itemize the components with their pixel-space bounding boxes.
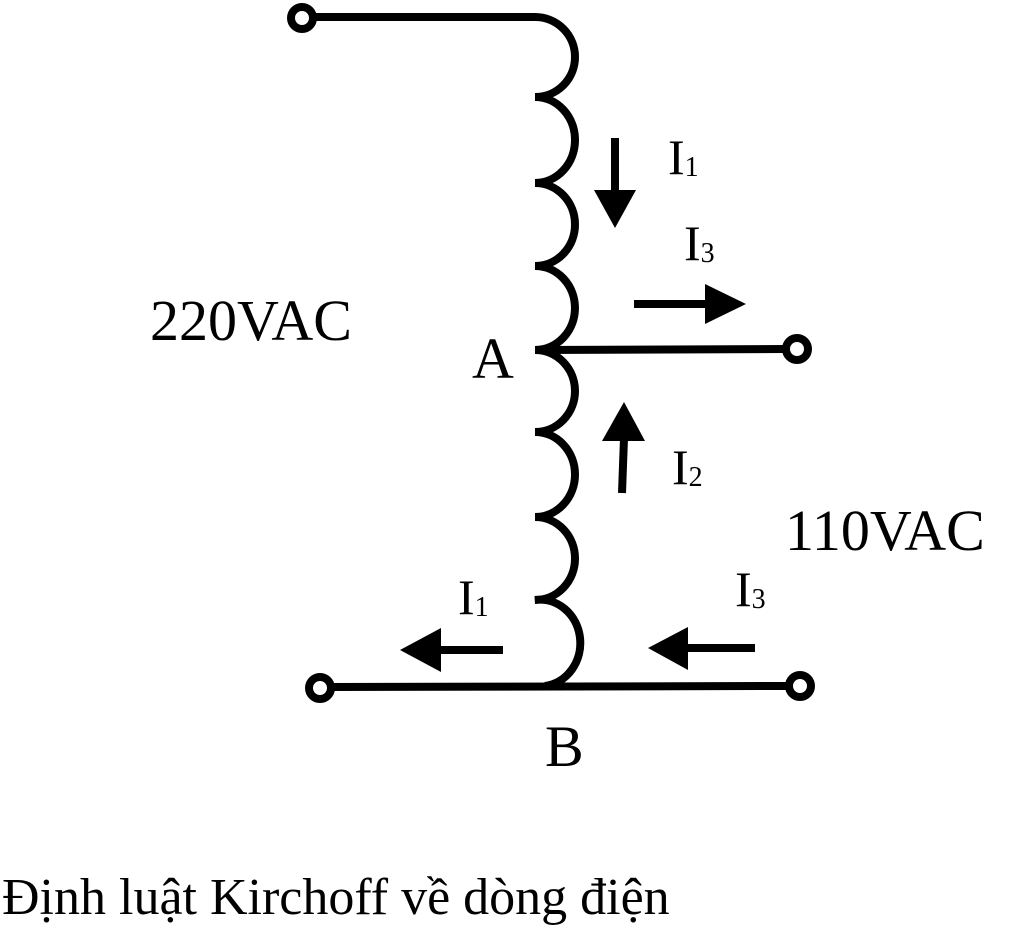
arrow-down-icon — [594, 138, 636, 228]
node-a-label: A — [472, 326, 514, 391]
terminal-bottom-right[interactable] — [785, 671, 815, 701]
current-label-i3-bottom: I3 — [735, 561, 766, 617]
figure-caption: Định luật Kirchoff về dòng điện — [2, 869, 670, 926]
voltage-label-110: 110VAC — [785, 498, 985, 563]
terminal-tap-right[interactable] — [782, 334, 812, 364]
terminal-top-left[interactable] — [287, 3, 317, 33]
terminal-bottom-left[interactable] — [305, 673, 335, 703]
current-label-i2: I2 — [672, 439, 703, 495]
arrow-up-icon — [602, 402, 645, 494]
arrow-left-icon — [400, 628, 503, 672]
current-label-i1-top: I1 — [668, 129, 699, 185]
bottom-wire-b — [330, 682, 790, 691]
voltage-label-220: 220VAC — [150, 288, 352, 353]
arrow-right-icon — [634, 284, 746, 324]
current-label-i3-top: I3 — [684, 215, 715, 271]
arrow-left-icon — [648, 627, 755, 670]
current-label-i1-bottom: I1 — [458, 569, 489, 625]
tap-wire-a — [539, 345, 787, 354]
coil-winding — [312, 13, 585, 690]
node-b-label: B — [545, 714, 584, 779]
